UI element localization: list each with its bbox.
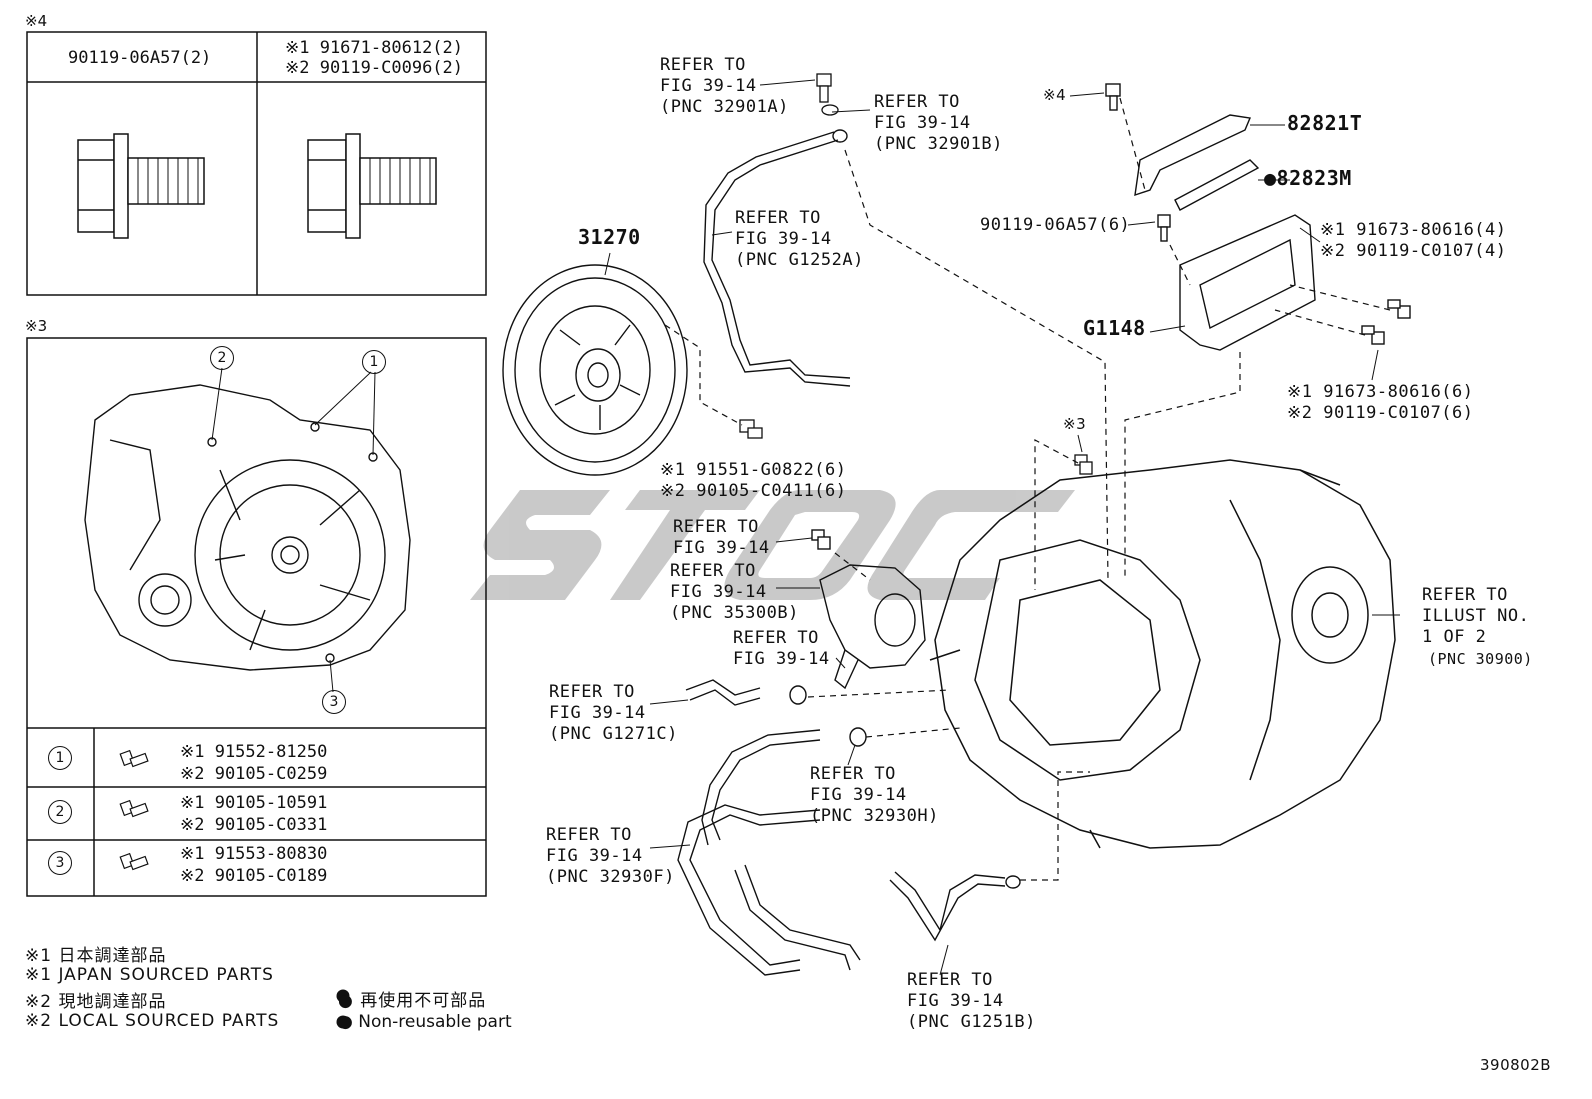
table-row-3-line1: ※1 91553-80830 [180, 844, 328, 864]
mark3-bolt [1074, 454, 1093, 475]
ref-label-illust[interactable]: REFER TO ILLUST NO. 1 OF 2 [1422, 585, 1530, 647]
table-row-2-line1: ※1 90105-10591 [180, 793, 328, 813]
bolt-spec-80616-4: ※1 91673-80616(4) ※2 90119-C0107(4) [1320, 220, 1507, 261]
ref-label-32930h[interactable]: REFER TO FIG 39-14 (PNC 32930H) [810, 764, 939, 826]
table-row-1-num: 1 [48, 746, 72, 770]
callout-3: 3 [322, 690, 346, 714]
bolt-spec-91551: ※1 91551-G0822(6) ※2 90105-C0411(6) [660, 460, 847, 501]
legend-nonreusable-jp: ● 再使用不可部品 [338, 991, 487, 1011]
table-row-1-line2: ※2 90105-C0259 [180, 764, 328, 784]
watermark-logo [470, 490, 1075, 600]
figure-id: 390802B [1480, 1056, 1552, 1074]
transaxle-housing-drawing [84, 384, 411, 671]
bolt-spec-06a57: 90119-06A57(6) [980, 215, 1131, 235]
part-number-82823m[interactable]: ●82823M [1264, 166, 1352, 190]
ref-label-35300b[interactable]: REFER TO FIG 39-14 (PNC 35300B) [670, 561, 799, 623]
part-number-g1148[interactable]: G1148 [1083, 316, 1146, 340]
bolt-drawing-left [77, 133, 205, 239]
table-row-2-line2: ※2 90105-C0331 [180, 815, 328, 835]
ref-label-g1252a[interactable]: REFER TO FIG 39-14 (PNC G1252A) [735, 208, 864, 270]
table-row-1-line1: ※1 91552-81250 [180, 742, 328, 762]
legend-local-en: ※2 LOCAL SOURCED PARTS [25, 1011, 280, 1031]
ref-label-32901b[interactable]: REFER TO FIG 39-14 (PNC 32901B) [874, 92, 1003, 154]
box-3-mark: ※3 [25, 317, 48, 335]
ref-label-32930f[interactable]: REFER TO FIG 39-14 (PNC 32930F) [546, 825, 675, 887]
leader-31270 [604, 252, 611, 276]
small-bolt-icons [119, 749, 149, 871]
dashed-leaders [664, 97, 1391, 881]
legend-bullet-1 [336, 989, 350, 1003]
ref-label-a[interactable]: REFER TO FIG 39-14 [673, 517, 770, 558]
legend-japan-en: ※1 JAPAN SOURCED PARTS [25, 965, 274, 985]
part-number-82821t[interactable]: 82821T [1287, 111, 1363, 135]
legend-local-jp: ※2 現地調達部品 [25, 992, 167, 1012]
box-4-col2-header-line1: ※1 91671-80612(2) [285, 38, 464, 58]
ref-label-32901a[interactable]: REFER TO FIG 39-14 (PNC 32901A) [660, 55, 789, 117]
table-row-3-num: 3 [48, 851, 72, 875]
callout-leaders [211, 367, 376, 693]
tube-upper [703, 129, 851, 387]
mark-3-label: ※3 [1063, 415, 1087, 433]
thermostat-housing-drawing [789, 529, 926, 747]
upper-bolts [739, 73, 839, 439]
legend-japan-jp: ※1 日本調達部品 [25, 946, 167, 966]
ref-label-b[interactable]: REFER TO FIG 39-14 [733, 628, 830, 669]
transaxle-assembly-drawing [929, 459, 1396, 849]
callout-1: 1 [362, 350, 386, 374]
box-4-col2-header-line2: ※2 90119-C0096(2) [285, 58, 464, 78]
mark-4-label: ※4 [1043, 86, 1067, 104]
legend-nonreusable-en: ● Non-reusable part [338, 1012, 512, 1032]
box-4-frame [26, 31, 487, 296]
bracket-drawing [1105, 83, 1260, 211]
box-4-mark: ※4 [25, 12, 48, 30]
clutch-disc-drawing [502, 264, 688, 476]
legend-bullet-2 [336, 1015, 350, 1029]
part-number-31270[interactable]: 31270 [578, 225, 641, 249]
label-leaders [649, 79, 1400, 976]
ref-label-g1251b[interactable]: REFER TO FIG 39-14 (PNC G1251B) [907, 970, 1036, 1032]
callout-2: 2 [210, 346, 234, 370]
pnc-30900[interactable]: (PNC 30900) [1428, 650, 1533, 668]
bolt-drawing-right [307, 133, 437, 239]
box-3-frame [26, 337, 487, 897]
table-row-3-line2: ※2 90105-C0189 [180, 866, 328, 886]
bolt-spec-80616-6: ※1 91673-80616(6) ※2 90119-C0107(6) [1287, 382, 1474, 423]
coolant-hoses [677, 679, 1021, 976]
control-unit-drawing [1157, 214, 1411, 351]
table-row-2-num: 2 [48, 800, 72, 824]
box-4-col1-header: 90119-06A57(2) [68, 48, 212, 68]
ref-label-g1271c[interactable]: REFER TO FIG 39-14 (PNC G1271C) [549, 682, 678, 744]
